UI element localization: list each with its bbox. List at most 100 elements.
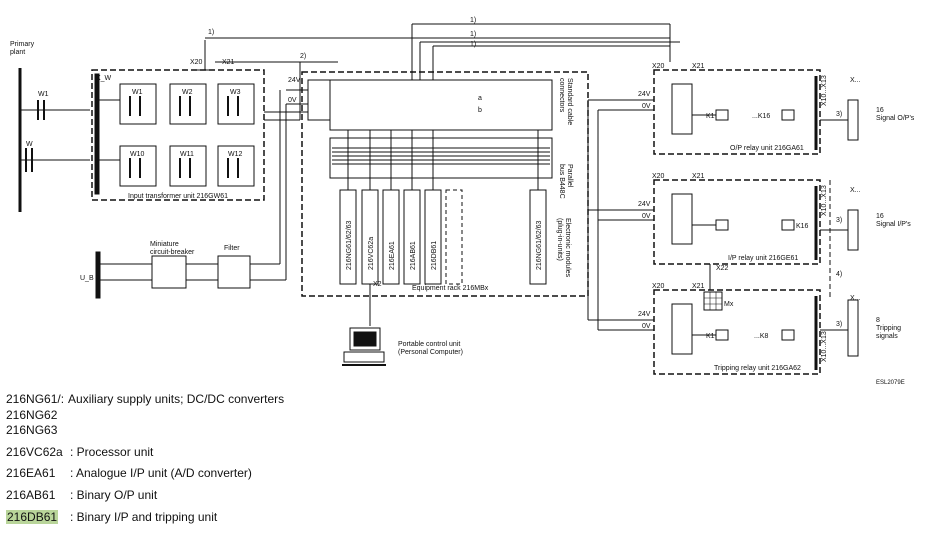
ub-label: U_B [80,275,94,282]
left-transformer-2 [25,148,33,172]
tr-k8: ...K8 [754,333,769,340]
parallel-bus-label: Parallelbus B448C [558,164,573,199]
legend-desc: : Analogue I/P unit (A/D converter) [70,466,252,481]
ip-relay-box [653,179,821,265]
module-db-label: 216DB61 [431,241,438,270]
tr-k1: K1 [706,333,715,340]
ip-k16: K16 [796,223,809,230]
trip-num: 8 [876,317,880,324]
legend-row-ea61: 216EA61 : Analogue I/P unit (A/D convert… [6,466,284,482]
legend-row-ng62: 216NG62 [6,408,284,424]
switch-a: a [478,95,482,102]
op-k1: K1 [706,113,715,120]
tr-0v: 0V [642,323,651,330]
tr-xdots: X... [850,295,861,302]
op-x20: X20 [652,63,665,70]
legend-code: 216AB61 [6,487,56,502]
legend-code: 216EA61 [6,466,56,481]
input-transformer-label: Input transformer unit 216GW61 [128,193,228,200]
ref1-c: 1) [470,31,476,38]
tr-w10-label: W10 [130,151,145,158]
tr-w11-label: W11 [180,151,194,158]
pc-monitor [349,327,381,351]
equipment-rack [301,71,589,297]
left-transformer-1 [37,100,45,120]
tr-w1-label: W1 [132,89,143,96]
legend-code: 216NG63 [6,423,58,438]
tr-w3-label: W3 [230,89,241,96]
std-cable-label: Standard cableconnectors [558,78,573,125]
trip-relay-box [653,289,821,375]
op-xdots: X... [850,77,861,84]
ip-relay-label: I/P relay unit 216GE61 [728,255,798,262]
tr-x13: X10...X13 [821,331,828,362]
rack-24v-label: 24V [288,77,301,84]
input-transformer-box [91,69,265,201]
ip-x21: X21 [692,173,705,180]
module-ab-label: 216AB61 [410,241,417,270]
module-ea-label: 216EA61 [389,241,396,270]
ip-0v: 0V [642,213,651,220]
legend-row-db61: 216DB61 : Binary I/P and tripping unit [6,509,284,526]
ip-x20: X20 [652,173,665,180]
mx-label: Mx [724,301,734,308]
w1-left-label: W1 [38,91,49,98]
op-relay-box [653,69,821,155]
module-vc-label: 216VC62a [368,237,375,270]
module-ng-label: 216NG61/62/63 [346,220,353,270]
xw-label: X_W [96,75,112,82]
rack-0v-label: 0V [288,97,297,104]
legend-row-ng63: 216NG63 [6,423,284,439]
legend-code: 216NG61/: [6,392,65,406]
op-24v: 24V [638,91,651,98]
op-ref3: 3) [836,111,842,118]
tr-24v: 24V [638,311,651,318]
ip-sig-num: 16 [876,213,884,220]
op-x13: X10...X13 [821,75,828,106]
ref2: 2) [300,53,306,60]
legend-code: 216NG62 [6,407,58,422]
trip-relay-label: Tripping relay unit 216GA62 [714,365,801,372]
filter-label: Filter [224,245,240,252]
legend-code: 216DB61 [6,509,70,526]
highlighted-code: 216DB61 [6,509,59,524]
op-x21: X21 [692,63,705,70]
legend: 216NG61/: Auxiliary supply units; DC/DC … [6,392,284,531]
ip-sig-label: Signal I/P's [876,221,911,228]
op-k16: ...K16 [752,113,770,120]
tr-x20: X20 [652,283,665,290]
switch-b: b [478,107,482,114]
op-0v: 0V [642,103,651,110]
transformer-grid [99,83,255,187]
ip-ref3: 3) [836,217,842,224]
legend-row-ab61: 216AB61 : Binary O/P unit [6,488,284,504]
ip-xdots: X... [850,187,861,194]
legend-desc: Auxiliary supply units; DC/DC converters [68,392,285,406]
op-relay-label: O/P relay unit 216GA61 [730,145,804,152]
electronic-modules-label: Electronic modules(plug-in-units) [556,218,571,278]
legend-code: 216VC62a [6,444,63,459]
x2-label: X2 [373,281,382,288]
x21-top-label: X21 [222,59,235,66]
legend-row-ng61: 216NG61/: Auxiliary supply units; DC/DC … [6,392,284,408]
tr-w2-label: W2 [182,89,193,96]
legend-desc: : Processor unit [70,444,154,459]
x22-label: X22 [716,265,729,272]
op-sig-label: Signal O/P's [876,115,915,122]
ip-24v: 24V [638,201,651,208]
legend-desc: : Binary I/P and tripping unit [70,509,218,524]
op-sig-num: 16 [876,107,884,114]
tr-x21: X21 [692,283,705,290]
ref4: 4) [836,271,842,278]
ref1-b: 1) [470,17,476,24]
w-left-label: W [26,141,33,148]
ip-x13: X10...X13 [821,185,828,216]
ref1-a: 1) [208,29,214,36]
tr-ref3: 3) [836,321,842,328]
figure-code: ESL2079E [876,380,905,386]
x20-top-label: X20 [190,59,203,66]
